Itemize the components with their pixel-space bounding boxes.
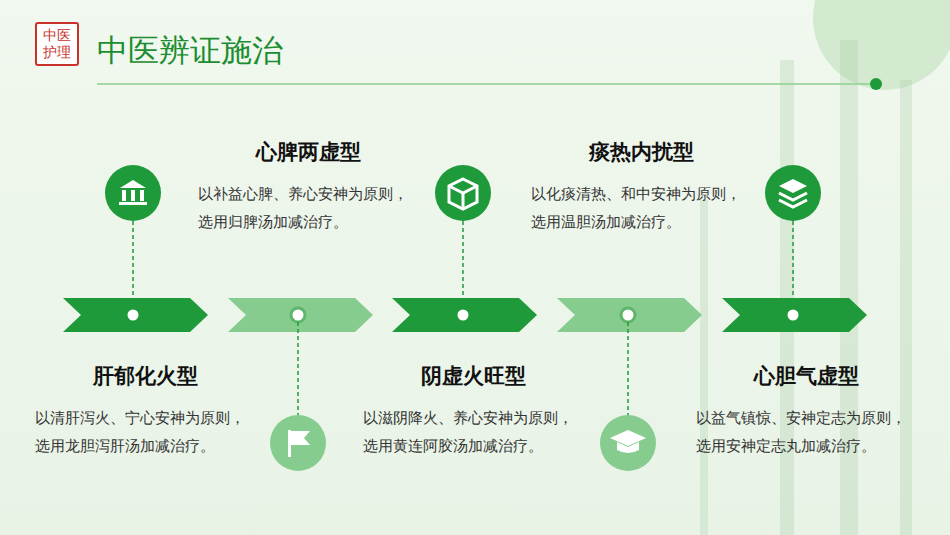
syndrome-block: 痰热内扰型以化痰清热、和中安神为原则，选用温胆汤加减治疗。 (531, 138, 751, 236)
icon-graduation (600, 415, 656, 471)
syndrome-block: 肝郁化火型以清肝泻火、宁心安神为原则，选用龙胆泻肝汤加减治疗。 (35, 362, 255, 460)
timeline-chevrons (63, 298, 867, 332)
syndrome-heading: 心胆气虚型 (696, 362, 916, 390)
bamboo (700, 40, 912, 535)
rule-dot (870, 78, 882, 90)
header-rule (97, 83, 872, 85)
treatment-text: 以补益心脾、养心安神为原则，选用归脾汤加减治疗。 (198, 180, 418, 236)
badge-text: 中医 护理 (39, 27, 75, 61)
syndrome-heading: 肝郁化火型 (35, 362, 255, 390)
icon-flag (270, 415, 326, 471)
badge-stamp: 中医 护理 (35, 22, 79, 66)
syndrome-heading: 阴虚火旺型 (363, 362, 583, 390)
leader-lines (133, 221, 793, 415)
deco-circle (813, 0, 950, 90)
timeline-dots (126, 308, 800, 322)
treatment-text: 以化痰清热、和中安神为原则，选用温胆汤加减治疗。 (531, 180, 751, 236)
syndrome-heading: 痰热内扰型 (531, 138, 751, 166)
syndrome-block: 心胆气虚型以益气镇惊、安神定志为原则，选用安神定志丸加减治疗。 (696, 362, 916, 460)
syndrome-block: 心脾两虚型以补益心脾、养心安神为原则，选用归脾汤加减治疗。 (198, 138, 418, 236)
syndrome-block: 阴虚火旺型以滋阴降火、养心安神为原则，选用黄连阿胶汤加减治疗。 (363, 362, 583, 460)
slide-title: 中医辨证施治 (97, 30, 283, 72)
treatment-text: 以清肝泻火、宁心安神为原则，选用龙胆泻肝汤加减治疗。 (35, 404, 255, 460)
icon-cube (435, 165, 491, 221)
treatment-text: 以滋阴降火、养心安神为原则，选用黄连阿胶汤加减治疗。 (363, 404, 583, 460)
icon-bank (105, 165, 161, 221)
icon-layers (765, 165, 821, 221)
syndrome-heading: 心脾两虚型 (198, 138, 418, 166)
treatment-text: 以益气镇惊、安神定志为原则，选用安神定志丸加减治疗。 (696, 404, 916, 460)
